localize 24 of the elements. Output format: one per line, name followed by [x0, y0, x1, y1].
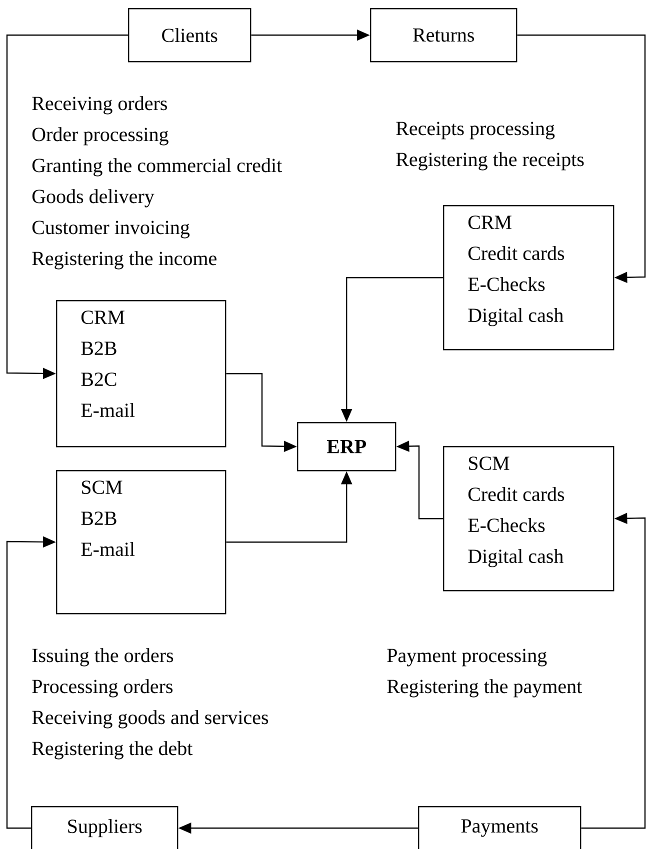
- erp-box: ERP: [297, 422, 396, 472]
- process-label: Customer invoicing: [32, 220, 190, 238]
- process-label: Granting the commercial credit: [32, 158, 282, 176]
- process-label: Registering the receipts: [396, 152, 584, 170]
- arrow: [517, 34, 646, 284]
- system-box: SCM B2B E-mail: [56, 470, 226, 614]
- process-label: Registering the payment: [387, 679, 582, 698]
- process-label: Receipts processing: [396, 122, 555, 140]
- process-label: Registering the debt: [32, 741, 193, 760]
- entity-box: Suppliers: [31, 806, 178, 849]
- process-label: Receiving orders: [32, 96, 167, 114]
- process-label: Registering the income: [32, 251, 216, 270]
- process-label: Payment processing: [387, 648, 547, 666]
- process-label: Goods delivery: [32, 189, 154, 208]
- process-label: Processing orders: [32, 679, 173, 698]
- system-box: CRM Credit cards E-Checks Digital cash: [443, 205, 614, 350]
- system-box: CRM B2B B2C E-mail: [56, 300, 226, 448]
- process-label: Receiving goods and services: [32, 710, 268, 728]
- entity-box: Payments: [418, 806, 582, 849]
- process-label: Issuing the orders: [32, 648, 174, 666]
- entity-box: Returns: [370, 8, 518, 62]
- system-box: SCM Credit cards E-Checks Digital cash: [443, 446, 614, 592]
- process-label: Order processing: [32, 127, 168, 146]
- entity-box: Clients: [128, 8, 252, 62]
